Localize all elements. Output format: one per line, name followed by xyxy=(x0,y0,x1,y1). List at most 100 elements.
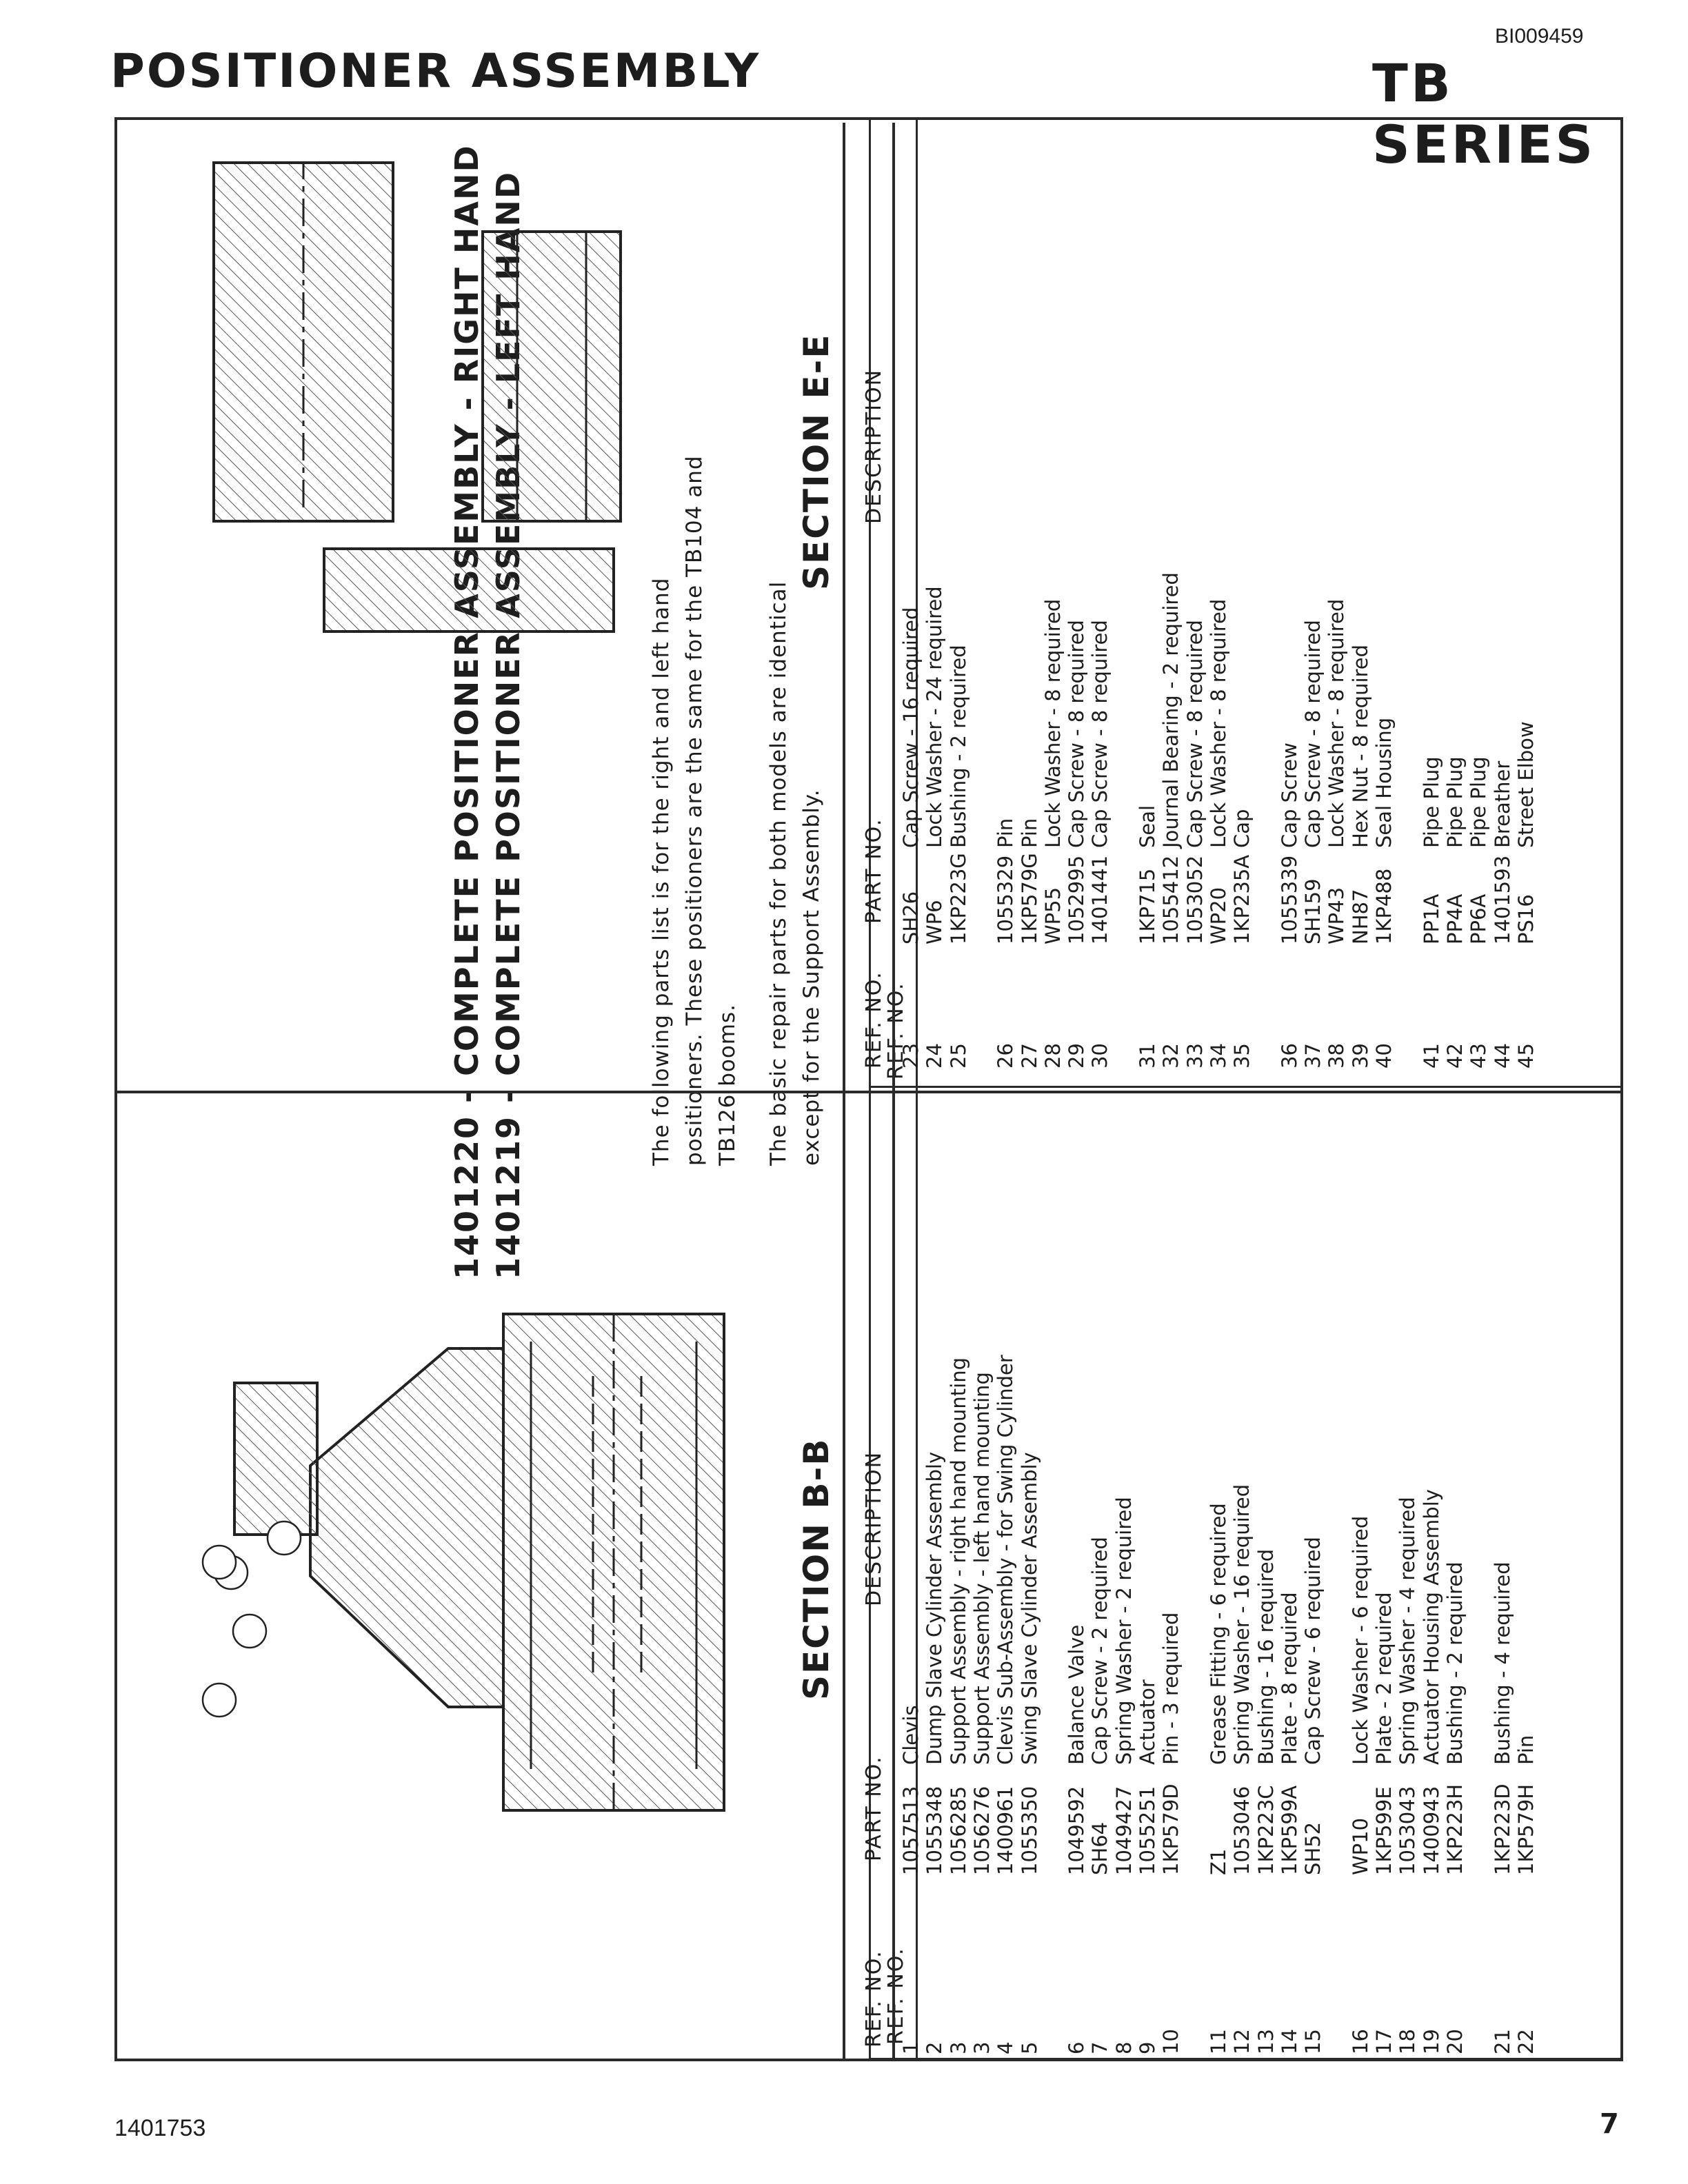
rotated-content: 1401220 - COMPLETE POSITIONER ASSEMBLY -… xyxy=(117,120,1620,2060)
table-cell-part: PS16 xyxy=(1514,894,1538,944)
table-horizontal-divider xyxy=(117,1091,1620,1093)
table-cell-ref: 3 xyxy=(946,2041,970,2054)
table-cell-part: NH87 xyxy=(1348,889,1372,944)
table-cell-part: 1055348 xyxy=(923,1786,947,1875)
table-cell-desc: Pin xyxy=(994,818,1018,848)
table-cell-desc: Cap Screw - 8 required xyxy=(1088,620,1112,848)
table-cell-ref: 14 xyxy=(1277,2029,1301,2054)
table-cell-ref: 24 xyxy=(923,1043,947,1069)
table-cell-ref: 3 xyxy=(969,2041,994,2054)
table-cell-desc: Seal Housing xyxy=(1372,717,1396,848)
table-cell-desc: Grease Fitting - 6 required xyxy=(1206,1503,1230,1765)
table-cell-ref: 6 xyxy=(1065,2041,1089,2054)
table-cell-desc: Pipe Plug xyxy=(1419,756,1443,848)
table-cell-desc: Breather xyxy=(1490,760,1514,848)
table-cell-desc: Pin - 3 required xyxy=(1159,1612,1183,1765)
table-cell-ref: 37 xyxy=(1301,1043,1325,1069)
table-cell-desc: Plate - 8 required xyxy=(1277,1592,1301,1765)
table-cell-part: 1401593 xyxy=(1490,855,1514,944)
series-title: TB SERIES xyxy=(1372,52,1596,175)
content-frame xyxy=(114,117,1623,2061)
table-cell-part: Z1 xyxy=(1206,1848,1230,1875)
table-cell-desc: Balance Valve xyxy=(1065,1624,1089,1765)
table-cell-desc: Actuator xyxy=(1136,1679,1159,1765)
table-cell-ref: 2 xyxy=(923,2041,947,2054)
table-cell-ref: 36 xyxy=(1277,1043,1301,1069)
col-header-ref: REF. NO. xyxy=(862,1950,886,2048)
table-cell-part: 1KP579D xyxy=(1159,1783,1183,1875)
table-cell-desc: Bushing - 2 required xyxy=(946,645,970,848)
table-cell-part: 1055350 xyxy=(1017,1786,1041,1875)
table-cell-part: SH52 xyxy=(1301,1821,1325,1875)
table-cell-part: 1KP599A xyxy=(1277,1785,1301,1875)
table-cell-part: 1KP579H xyxy=(1514,1783,1538,1875)
table-cell-ref: 25 xyxy=(946,1043,970,1069)
table-cell-ref: 5 xyxy=(1017,2041,1041,2054)
table-cell-part: 1055329 xyxy=(994,855,1018,944)
table-cell-desc: Pipe Plug xyxy=(1467,756,1491,848)
table-cell-ref: 7 xyxy=(1088,2041,1112,2054)
page-title: POSITIONER ASSEMBLY xyxy=(110,44,761,99)
document-code: BI009459 xyxy=(1495,25,1584,48)
table-cell-desc: Cap Screw - 6 required xyxy=(1301,1537,1325,1765)
table-cell-part: 1400961 xyxy=(994,1786,1018,1875)
table-cell-desc: Spring Washer - 16 required xyxy=(1230,1484,1254,1765)
table-cell-part: 1055251 xyxy=(1136,1786,1159,1875)
table-cell-ref: 12 xyxy=(1230,2029,1254,2054)
table-cell-ref: 17 xyxy=(1372,2029,1396,2054)
table-cell-part: 1KP715 xyxy=(1136,868,1159,944)
table-cell-desc: Seal xyxy=(1136,805,1159,848)
table-cell-desc: Lock Washer - 8 required xyxy=(1325,598,1349,848)
table-cell-desc: Actuator Housing Assembly xyxy=(1419,1489,1443,1765)
col-header-part: PART NO. xyxy=(862,1755,886,1861)
table-cell-ref: 9 xyxy=(1136,2041,1159,2054)
table-cell-ref: 19 xyxy=(1419,2029,1443,2054)
table-cell-part: 1056276 xyxy=(969,1786,994,1875)
table-cell-ref: 18 xyxy=(1396,2029,1420,2054)
table-cell-part: 1KP599E xyxy=(1372,1786,1396,1875)
table-cell-part: PP4A xyxy=(1443,893,1467,944)
section-ee-drawing xyxy=(212,161,622,633)
table-cell-ref: 30 xyxy=(1088,1043,1112,1069)
table-cell-part: 1055339 xyxy=(1277,855,1301,944)
table-cell-part: SH26 xyxy=(899,891,923,944)
table-cell-part: 1401441 xyxy=(1088,855,1112,944)
col-header-desc: DESCRIPTION xyxy=(862,1450,886,1606)
table-cell-part: 1KP223H xyxy=(1443,1783,1467,1875)
col-header-desc-right: DESCRIPTION xyxy=(862,368,886,524)
table-cell-ref: 45 xyxy=(1514,1043,1538,1069)
table-cell-desc: Lock Washer - 24 required xyxy=(923,586,947,848)
table-cell-part: 1053046 xyxy=(1230,1786,1254,1875)
ee-hub xyxy=(323,547,615,633)
table-cell-ref: 11 xyxy=(1206,2029,1230,2054)
table-cell-part: PP6A xyxy=(1467,893,1491,944)
table-cell-ref: 42 xyxy=(1443,1043,1467,1069)
table-cell-ref: 27 xyxy=(1017,1043,1041,1069)
table-cell-desc: Clevis xyxy=(899,1705,923,1765)
table-cell-desc: Lock Washer - 6 required xyxy=(1348,1515,1372,1765)
table-cell-desc: Support Assembly - right hand mounting xyxy=(946,1357,970,1765)
table-cell-ref: 40 xyxy=(1372,1043,1396,1069)
table-cell-desc: Cap Screw - 8 required xyxy=(1065,620,1089,848)
table-cell-ref: 44 xyxy=(1490,1043,1514,1069)
table-cell-desc: Lock Washer - 8 required xyxy=(1041,598,1065,848)
table-cell-ref: 29 xyxy=(1065,1043,1089,1069)
table-cell-ref: 31 xyxy=(1136,1043,1159,1069)
table-cell-part: 1055412 xyxy=(1159,855,1183,944)
table-cell-part: 1KP235A xyxy=(1230,854,1254,944)
table-cell-ref: 16 xyxy=(1348,2029,1372,2054)
table-cell-desc: Swing Slave Cylinder Assembly xyxy=(1017,1452,1041,1765)
table-cell-part: WP20 xyxy=(1206,887,1230,944)
table-cell-part: SH159 xyxy=(1301,878,1325,944)
table-cell-part: 1052995 xyxy=(1065,855,1089,944)
table-cell-part: 1049427 xyxy=(1112,1786,1136,1875)
table-cell-desc: Pin xyxy=(1017,818,1041,848)
table-cell-desc: Cap Screw xyxy=(1277,742,1301,848)
table-cell-ref: 20 xyxy=(1443,2029,1467,2054)
table-cell-desc: Spring Washer - 4 required xyxy=(1396,1497,1420,1765)
table-cell-ref: 23 xyxy=(899,1043,923,1069)
table-cell-desc: Cap Screw - 8 required xyxy=(1301,620,1325,848)
table-cell-ref: 15 xyxy=(1301,2029,1325,2054)
table-cell-ref: 26 xyxy=(994,1043,1018,1069)
